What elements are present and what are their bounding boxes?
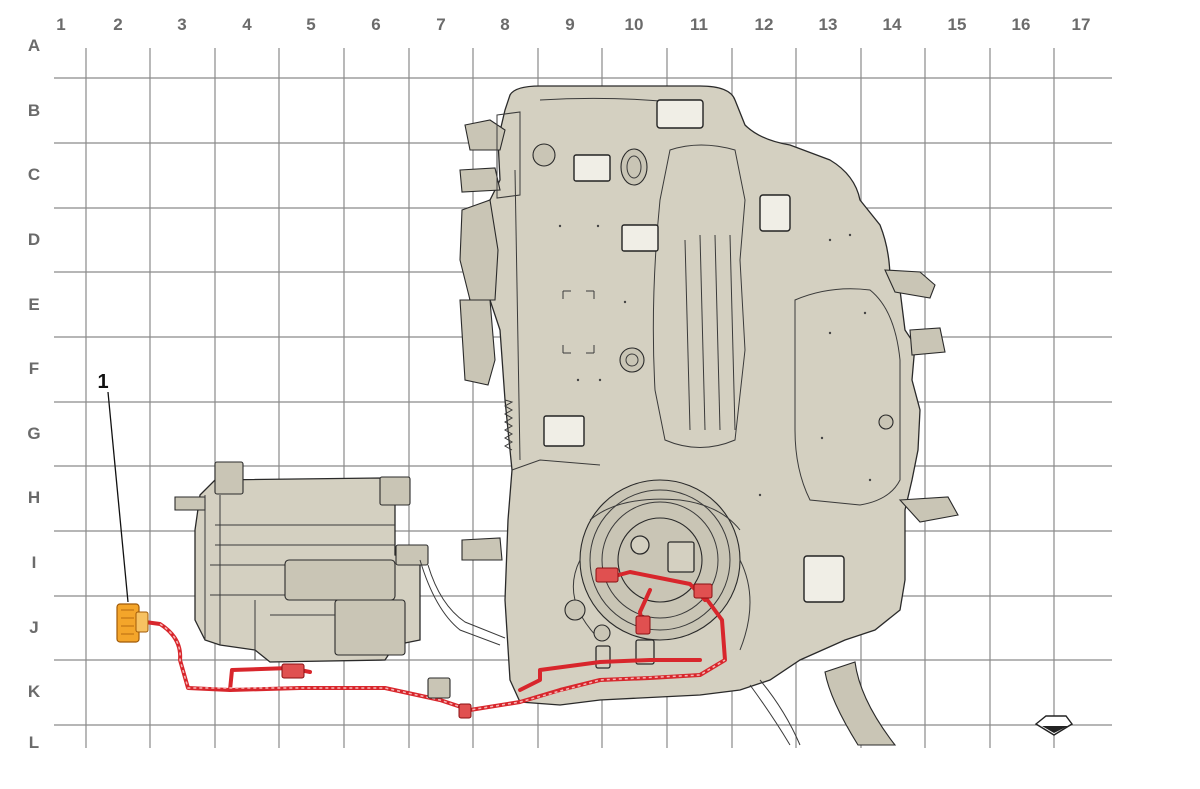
vent-grill (656, 99, 704, 129)
column-label: 8 (500, 15, 509, 34)
row-label: J (29, 618, 38, 637)
column-label: 4 (242, 15, 252, 34)
column-label: 2 (113, 15, 122, 34)
vent-grill (621, 224, 659, 252)
column-label: 15 (948, 15, 967, 34)
column-label: 5 (306, 15, 315, 34)
row-label: H (28, 488, 40, 507)
fuel-pump-module (564, 479, 751, 669)
vent-grill (803, 555, 845, 603)
column-label: 9 (565, 15, 574, 34)
harness-clip (458, 703, 472, 719)
column-label: 12 (755, 15, 774, 34)
filler-hose (749, 661, 897, 746)
callout-1: 1 (97, 371, 129, 603)
column-label: 16 (1012, 15, 1031, 34)
row-label: D (28, 230, 40, 249)
front-direction-arrow-icon (1034, 715, 1074, 736)
row-label: F (29, 359, 39, 378)
row-label: L (29, 733, 39, 752)
row-label: A (28, 36, 40, 55)
harness-connector (635, 615, 651, 635)
column-label: 3 (177, 15, 186, 34)
callout-label: 1 (97, 371, 108, 393)
evap-canister (174, 461, 506, 663)
column-label: 7 (436, 15, 445, 34)
harness-connector (693, 583, 713, 599)
vent-grill (573, 154, 611, 182)
harness-connector (281, 663, 305, 679)
column-label: 13 (819, 15, 838, 34)
row-label: G (27, 424, 40, 443)
column-label: 17 (1072, 15, 1091, 34)
row-label: I (32, 553, 37, 572)
column-label: 14 (883, 15, 902, 34)
column-label: 1 (56, 15, 65, 34)
column-labels: 1 2 3 4 5 6 7 8 9 10 11 12 13 14 15 16 1… (56, 15, 1090, 34)
column-label: 6 (371, 15, 380, 34)
row-labels: A B C D E F G H I J K L (27, 36, 40, 752)
row-label: E (28, 295, 39, 314)
column-label: 10 (625, 15, 644, 34)
vent-grill (543, 415, 585, 447)
fuel-tank (459, 85, 959, 706)
row-label: K (28, 682, 41, 701)
vent-grill (759, 194, 791, 232)
wiring-harness (143, 567, 727, 719)
row-label: B (28, 101, 40, 120)
harness-connector (595, 567, 619, 583)
row-label: C (28, 165, 40, 184)
highlighted-connector (116, 603, 149, 643)
column-label: 11 (690, 15, 708, 34)
